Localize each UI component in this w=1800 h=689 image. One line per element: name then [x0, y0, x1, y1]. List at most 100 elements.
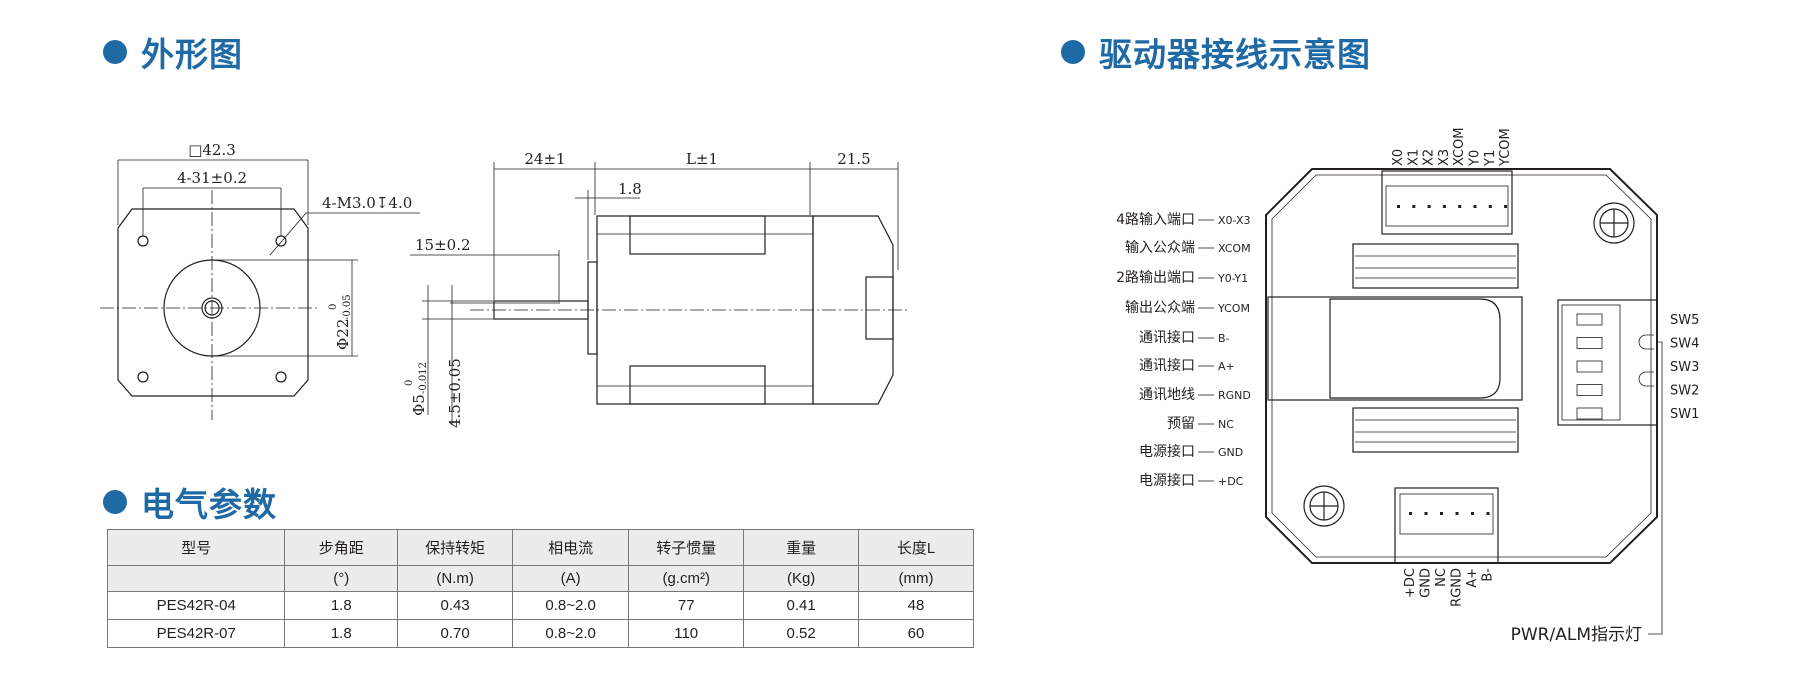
- dim-body-len: L±1: [686, 150, 718, 168]
- side-view: 24±1 L±1 21.5 1.8 15±0.2 Φ5 0 -0.012 4.5…: [404, 150, 910, 428]
- switch-slot: [1576, 313, 1603, 326]
- column-header: 转子惯量: [628, 529, 745, 566]
- wiring-label: 通讯接口: [1139, 329, 1195, 346]
- table-cell: 0.70: [397, 619, 514, 648]
- dim-tol-down: -0.05: [342, 294, 353, 320]
- top-pin-label: Y1: [1483, 150, 1498, 167]
- table-cell: 0.8~2.0: [512, 591, 630, 620]
- section-wiring-heading: 驱动器接线示意图: [1061, 28, 1371, 76]
- heatsink: [1267, 243, 1523, 453]
- table-cell: PES42R-07: [106, 619, 286, 648]
- top-pin-label: X3: [1437, 149, 1452, 166]
- bullet-icon: [103, 490, 127, 514]
- table-cell: 1.8: [284, 591, 399, 620]
- indicator-label: PWR/ALM指示灯: [1511, 625, 1642, 645]
- column-header: 重量: [743, 529, 860, 566]
- bottom-connector: [1394, 487, 1499, 564]
- dim-flange: 1.8: [618, 180, 642, 198]
- electrical-params-table: 型号步角距保持转矩相电流转子惯量重量长度L (°)(N.m)(A)(g.cm²)…: [106, 529, 974, 648]
- mount-hole-icon: [137, 235, 287, 383]
- wiring-tag: YCOM: [1217, 302, 1250, 315]
- top-pin-label: YCOM: [1498, 128, 1513, 167]
- wiring-label: 通讯地线: [1139, 387, 1195, 403]
- switch-label: SW2: [1670, 384, 1699, 399]
- top-pin-label: XCOM: [1452, 128, 1467, 167]
- bullet-icon: [103, 40, 127, 64]
- dim-boss-dia: Φ22: [334, 319, 352, 350]
- table-cell: 0.41: [743, 591, 860, 620]
- wiring-label: 4路输入端口: [1116, 212, 1195, 228]
- column-header: 保持转矩: [397, 529, 514, 566]
- table-cell: 110: [628, 619, 745, 648]
- screw-icon: [1303, 202, 1635, 527]
- dim-thread: 4-M3.0↧4.0: [322, 194, 412, 212]
- column-header: 长度L: [858, 529, 974, 566]
- unit-cell: (°): [284, 565, 399, 592]
- wiring-tag: XCOM: [1218, 242, 1251, 255]
- wiring-label: 2路输出端口: [1116, 270, 1195, 286]
- section-outline-heading: 外形图: [103, 28, 243, 76]
- wiring-tag: RGND: [1218, 389, 1251, 402]
- switch-label: SW3: [1670, 360, 1699, 375]
- wiring-tag: +DC: [1218, 475, 1244, 488]
- top-pin-label: Y0: [1468, 150, 1483, 167]
- dim-tol-up: 0: [404, 380, 415, 386]
- unit-cell: (mm): [858, 565, 974, 592]
- dim-tol-down: -0.012: [418, 362, 429, 394]
- table-cell: 1.8: [284, 619, 399, 648]
- unit-cell: (N.m): [397, 565, 514, 592]
- table-cell: 0.43: [397, 591, 514, 620]
- dim-tol-up: 0: [328, 304, 339, 310]
- wiring-tag: GND: [1218, 446, 1243, 459]
- wiring-tag: B-: [1218, 332, 1230, 345]
- table-cell: 48: [858, 591, 974, 620]
- table-cell: PES42R-04: [106, 591, 286, 620]
- dim-flat-depth: 4.5±0.05: [446, 358, 464, 428]
- top-pin-label: X2: [1422, 149, 1437, 166]
- dip-switch: [1557, 299, 1658, 426]
- wiring-label: 电源接口: [1139, 472, 1195, 489]
- switch-slot: [1576, 337, 1603, 349]
- switch-slot: [1576, 407, 1603, 420]
- switch-slot: [1576, 360, 1603, 373]
- wiring-label: 电源接口: [1139, 443, 1195, 460]
- dim-rear-len: 21.5: [837, 150, 870, 168]
- dim-square: □42.3: [188, 141, 236, 159]
- wiring-label: 输出公众端: [1125, 300, 1195, 316]
- switch-label: SW5: [1670, 313, 1699, 328]
- bottom-pin-label: +DC: [1403, 568, 1418, 598]
- column-header: 型号: [106, 529, 286, 566]
- dim-shaft-dia: Φ5: [410, 394, 428, 416]
- section-title: 外形图: [141, 35, 243, 74]
- switch-slot: [1576, 384, 1603, 396]
- section-electrical-heading: 电气参数: [103, 478, 277, 526]
- top-connector: [1381, 170, 1513, 235]
- bottom-pin-label: A+: [1465, 568, 1480, 588]
- wiring-label: 预留: [1167, 416, 1195, 432]
- section-title: 驱动器接线示意图: [1099, 35, 1371, 74]
- unit-cell: (g.cm²): [628, 565, 745, 592]
- column-header: 相电流: [512, 529, 630, 566]
- unit-cell: (A): [512, 565, 630, 592]
- wiring-tag: A+: [1218, 360, 1235, 373]
- driver-diagram: [1265, 168, 1663, 635]
- wiring-tag: X0-X3: [1218, 214, 1251, 227]
- bottom-pin-label: B-: [1481, 568, 1496, 582]
- dim-flat-len: 15±0.2: [415, 236, 471, 254]
- switch-label: SW1: [1670, 407, 1699, 422]
- dim-shaft-len: 24±1: [524, 150, 565, 168]
- unit-cell: (Kg): [743, 565, 860, 592]
- bottom-pin-label: GND: [1419, 568, 1434, 598]
- bullet-icon: [1061, 40, 1085, 64]
- wiring-label: 通讯接口: [1139, 357, 1195, 374]
- wiring-label: 输入公众端: [1125, 240, 1195, 256]
- column-header: 步角距: [284, 529, 399, 566]
- table-cell: 77: [628, 591, 745, 620]
- table-cell: 60: [858, 619, 974, 648]
- top-pin-label: X1: [1406, 149, 1421, 166]
- section-title: 电气参数: [141, 485, 277, 524]
- wiring-tag: NC: [1218, 418, 1234, 431]
- wiring-tag: Y0-Y1: [1217, 272, 1248, 285]
